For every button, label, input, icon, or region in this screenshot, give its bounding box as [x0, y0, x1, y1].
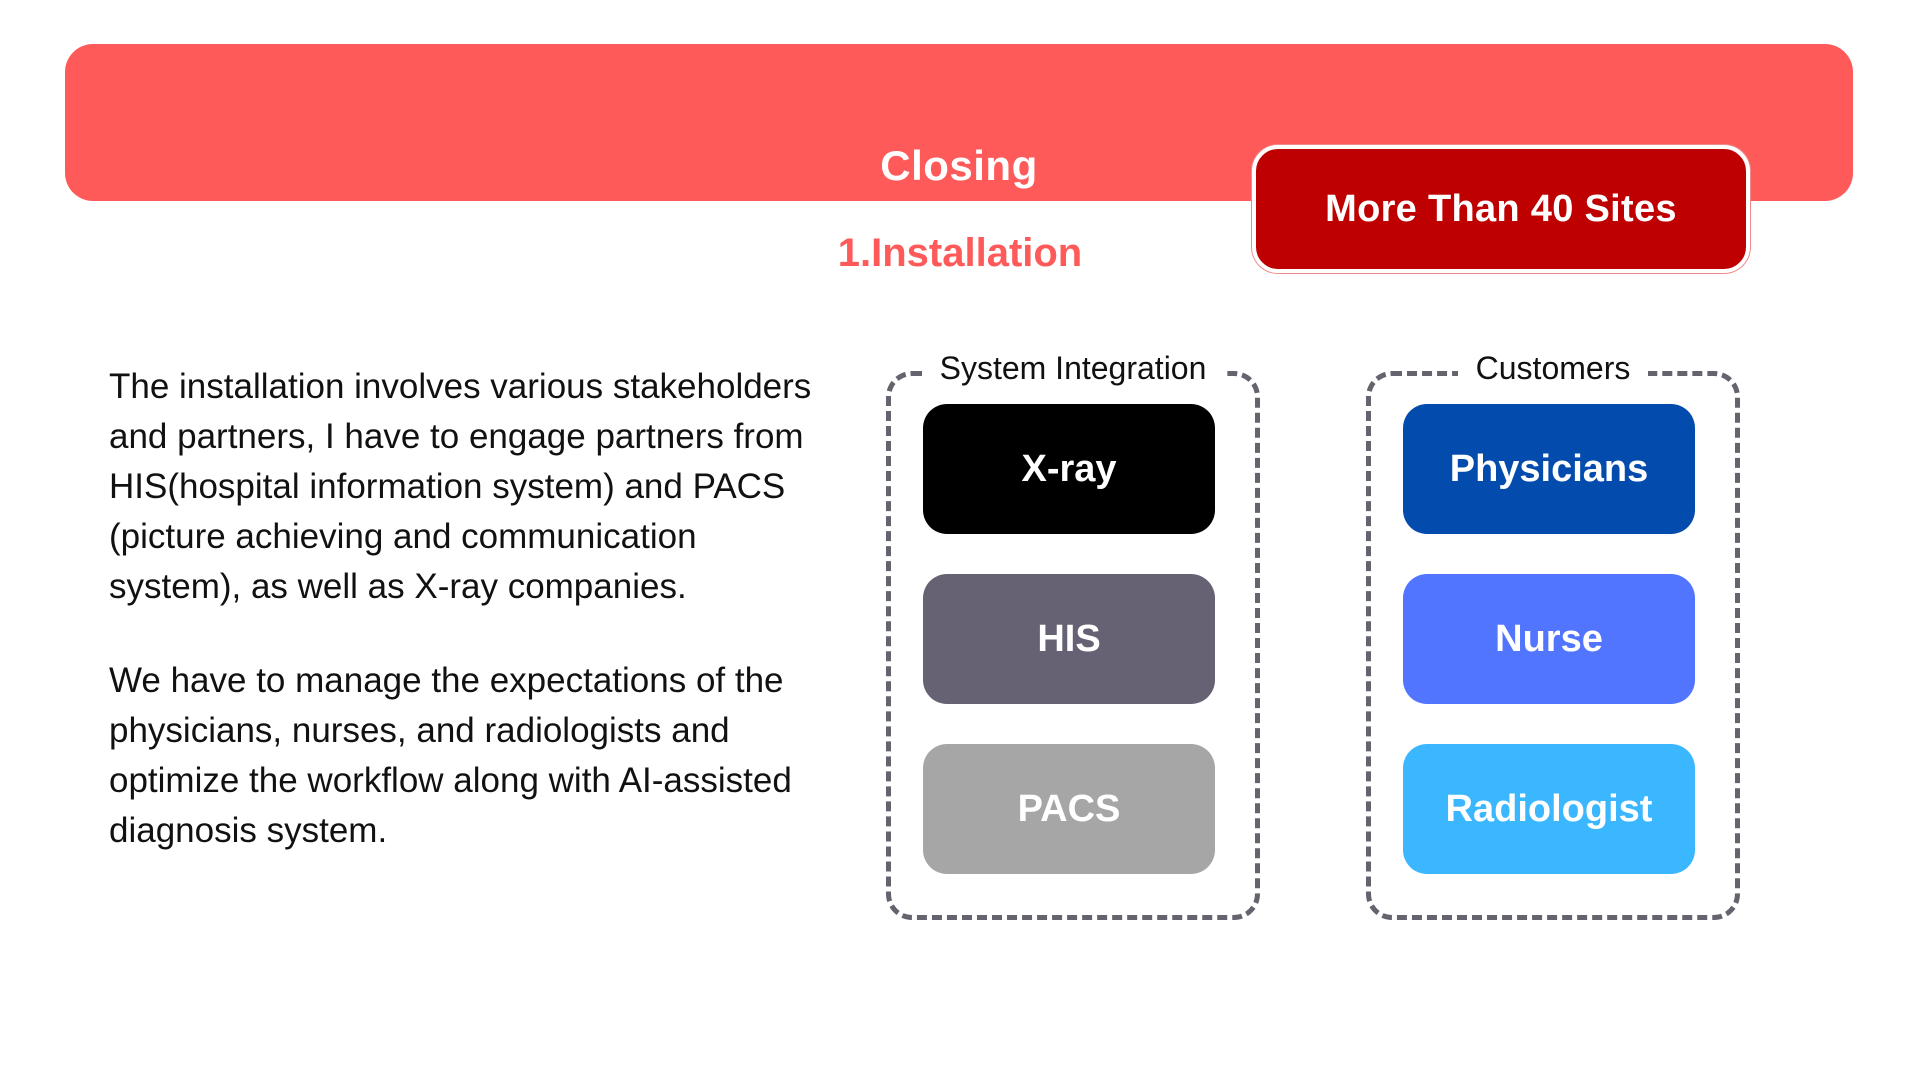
tile-physicians: Physicians: [1403, 404, 1695, 534]
system-integration-group: System Integration X-ray HIS PACS: [886, 350, 1260, 920]
system-integration-label: System Integration: [921, 350, 1225, 386]
description-paragraph: The installation involves various stakeh…: [109, 367, 812, 606]
section-heading: 1.Installation: [837, 231, 1083, 275]
tile-xray: X-ray: [923, 404, 1215, 534]
group-label: Customers: [1371, 346, 1735, 390]
description-paragraph: We have to manage the expectations of th…: [109, 661, 792, 850]
tile-nurse: Nurse: [1403, 574, 1695, 704]
sites-count-badge: More Than 40 Sites: [1252, 145, 1750, 273]
tile-radiologist: Radiologist: [1403, 744, 1695, 874]
tile-pacs: PACS: [923, 744, 1215, 874]
description-text: The installation involves various stakeh…: [109, 362, 829, 856]
title-banner: Closing: [65, 44, 1853, 201]
group-label: System Integration: [891, 346, 1255, 390]
banner-title: Closing: [880, 142, 1038, 189]
customers-label: Customers: [1457, 350, 1649, 386]
tile-his: HIS: [923, 574, 1215, 704]
customers-group: Customers Physicians Nurse Radiologist: [1366, 350, 1740, 920]
